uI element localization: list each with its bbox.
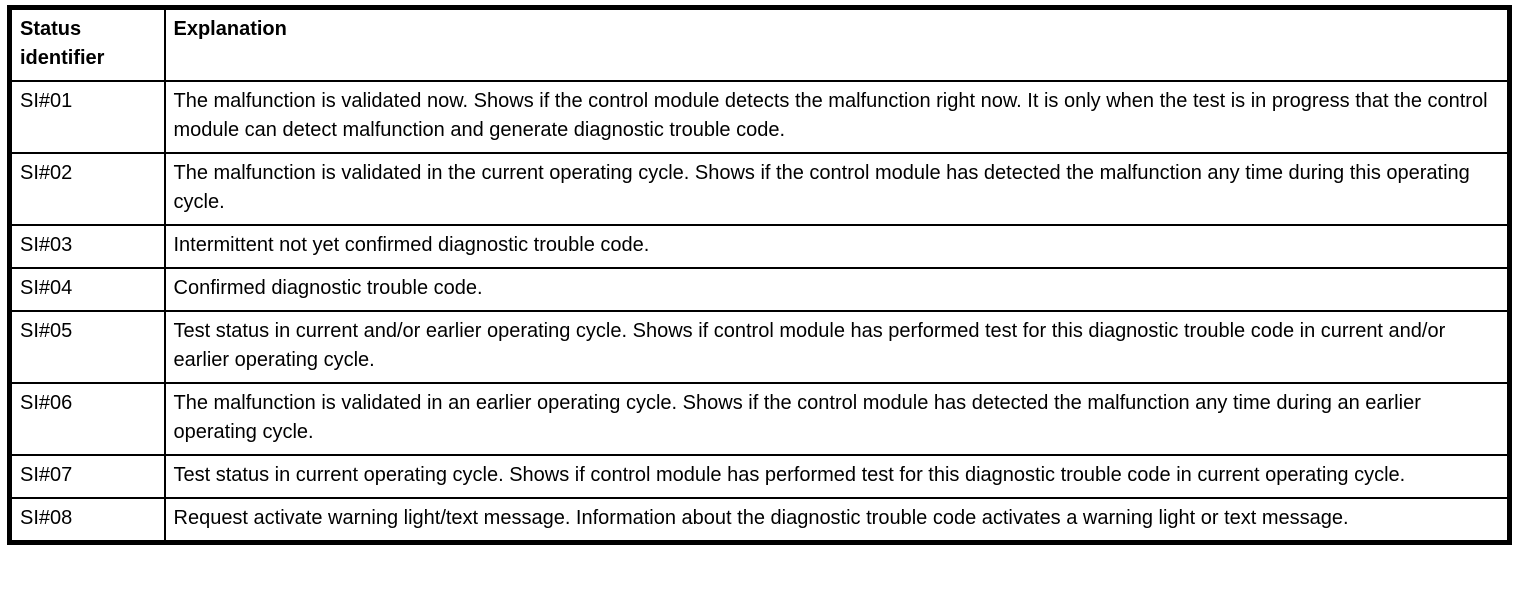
table-row: SI#03 Intermittent not yet confirmed dia…	[8, 224, 1511, 269]
status-identifier-cell: SI#03	[8, 224, 166, 269]
explanation-cell: The malfunction is validated now. Shows …	[163, 80, 1511, 154]
table-row: SI#04 Confirmed diagnostic trouble code.	[8, 267, 1511, 312]
status-identifier-cell: SI#05	[8, 310, 166, 384]
status-identifier-cell: SI#01	[8, 80, 166, 154]
table-header-row: Status identifier Explanation	[8, 6, 1511, 82]
status-identifier-cell: SI#06	[8, 382, 166, 456]
document-page: Status identifier Explanation SI#01 The …	[7, 5, 1512, 545]
table-row: SI#05 Test status in current and/or earl…	[8, 310, 1511, 384]
table-row: SI#01 The malfunction is validated now. …	[8, 80, 1511, 154]
status-identifier-table: Status identifier Explanation SI#01 The …	[7, 5, 1512, 545]
explanation-cell: Intermittent not yet confirmed diagnosti…	[163, 224, 1511, 269]
table-row: SI#06 The malfunction is validated in an…	[8, 382, 1511, 456]
explanation-cell: Request activate warning light/text mess…	[163, 497, 1511, 544]
table-row: SI#08 Request activate warning light/tex…	[8, 497, 1511, 544]
status-identifier-cell: SI#02	[8, 152, 166, 226]
explanation-cell: The malfunction is validated in the curr…	[163, 152, 1511, 226]
explanation-cell: Confirmed diagnostic trouble code.	[163, 267, 1511, 312]
status-identifier-cell: SI#07	[8, 454, 166, 499]
explanation-cell: The malfunction is validated in an earli…	[163, 382, 1511, 456]
explanation-cell: Test status in current and/or earlier op…	[163, 310, 1511, 384]
explanation-cell: Test status in current operating cycle. …	[163, 454, 1511, 499]
table-row: SI#02 The malfunction is validated in th…	[8, 152, 1511, 226]
status-identifier-cell: SI#04	[8, 267, 166, 312]
column-header-status-identifier: Status identifier	[8, 6, 166, 82]
column-header-explanation: Explanation	[163, 6, 1511, 82]
table-row: SI#07 Test status in current operating c…	[8, 454, 1511, 499]
status-identifier-cell: SI#08	[8, 497, 166, 544]
